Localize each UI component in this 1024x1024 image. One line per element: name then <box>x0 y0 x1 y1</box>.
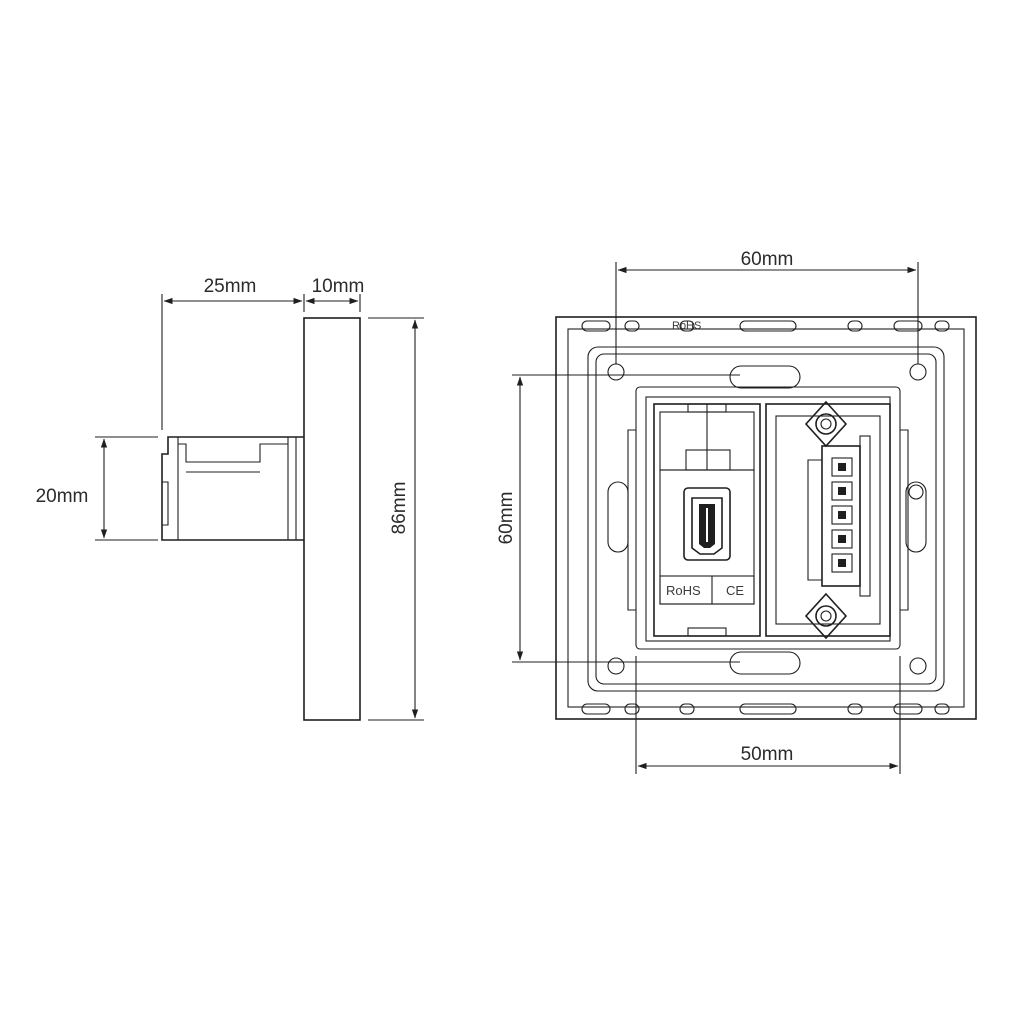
terminal-module <box>765 400 891 640</box>
label-plate-thickness: 10mm <box>312 276 365 297</box>
mounting-frame <box>587 346 945 692</box>
plate-rohs-mark: RoHS <box>672 320 701 332</box>
front-view: RoHS <box>496 249 977 774</box>
module-rohs-mark: RoHS <box>666 583 701 598</box>
label-module-width: 50mm <box>741 744 794 765</box>
module-ce-mark: CE <box>726 583 744 598</box>
edge-slots <box>581 320 950 715</box>
side-module-body <box>161 436 304 541</box>
label-hole-vertical: 60mm <box>496 492 517 545</box>
hdmi-port-icon <box>683 487 731 561</box>
label-plate-height: 86mm <box>389 482 410 535</box>
label-side-depth: 25mm <box>204 276 257 297</box>
front-plate-inner <box>567 328 965 708</box>
side-view: 25mm 10mm 20mm 86mm <box>36 276 424 721</box>
hdmi-module: RoHS CE <box>653 403 761 637</box>
side-plate <box>303 317 361 721</box>
terminal-block-icon <box>807 435 871 597</box>
label-hole-horizontal: 60mm <box>741 249 794 270</box>
module-cage <box>635 386 901 650</box>
label-module-height: 20mm <box>36 486 89 507</box>
front-plate-outer <box>555 316 977 720</box>
mounting-holes <box>607 363 927 675</box>
binding-post-icon <box>804 400 848 640</box>
